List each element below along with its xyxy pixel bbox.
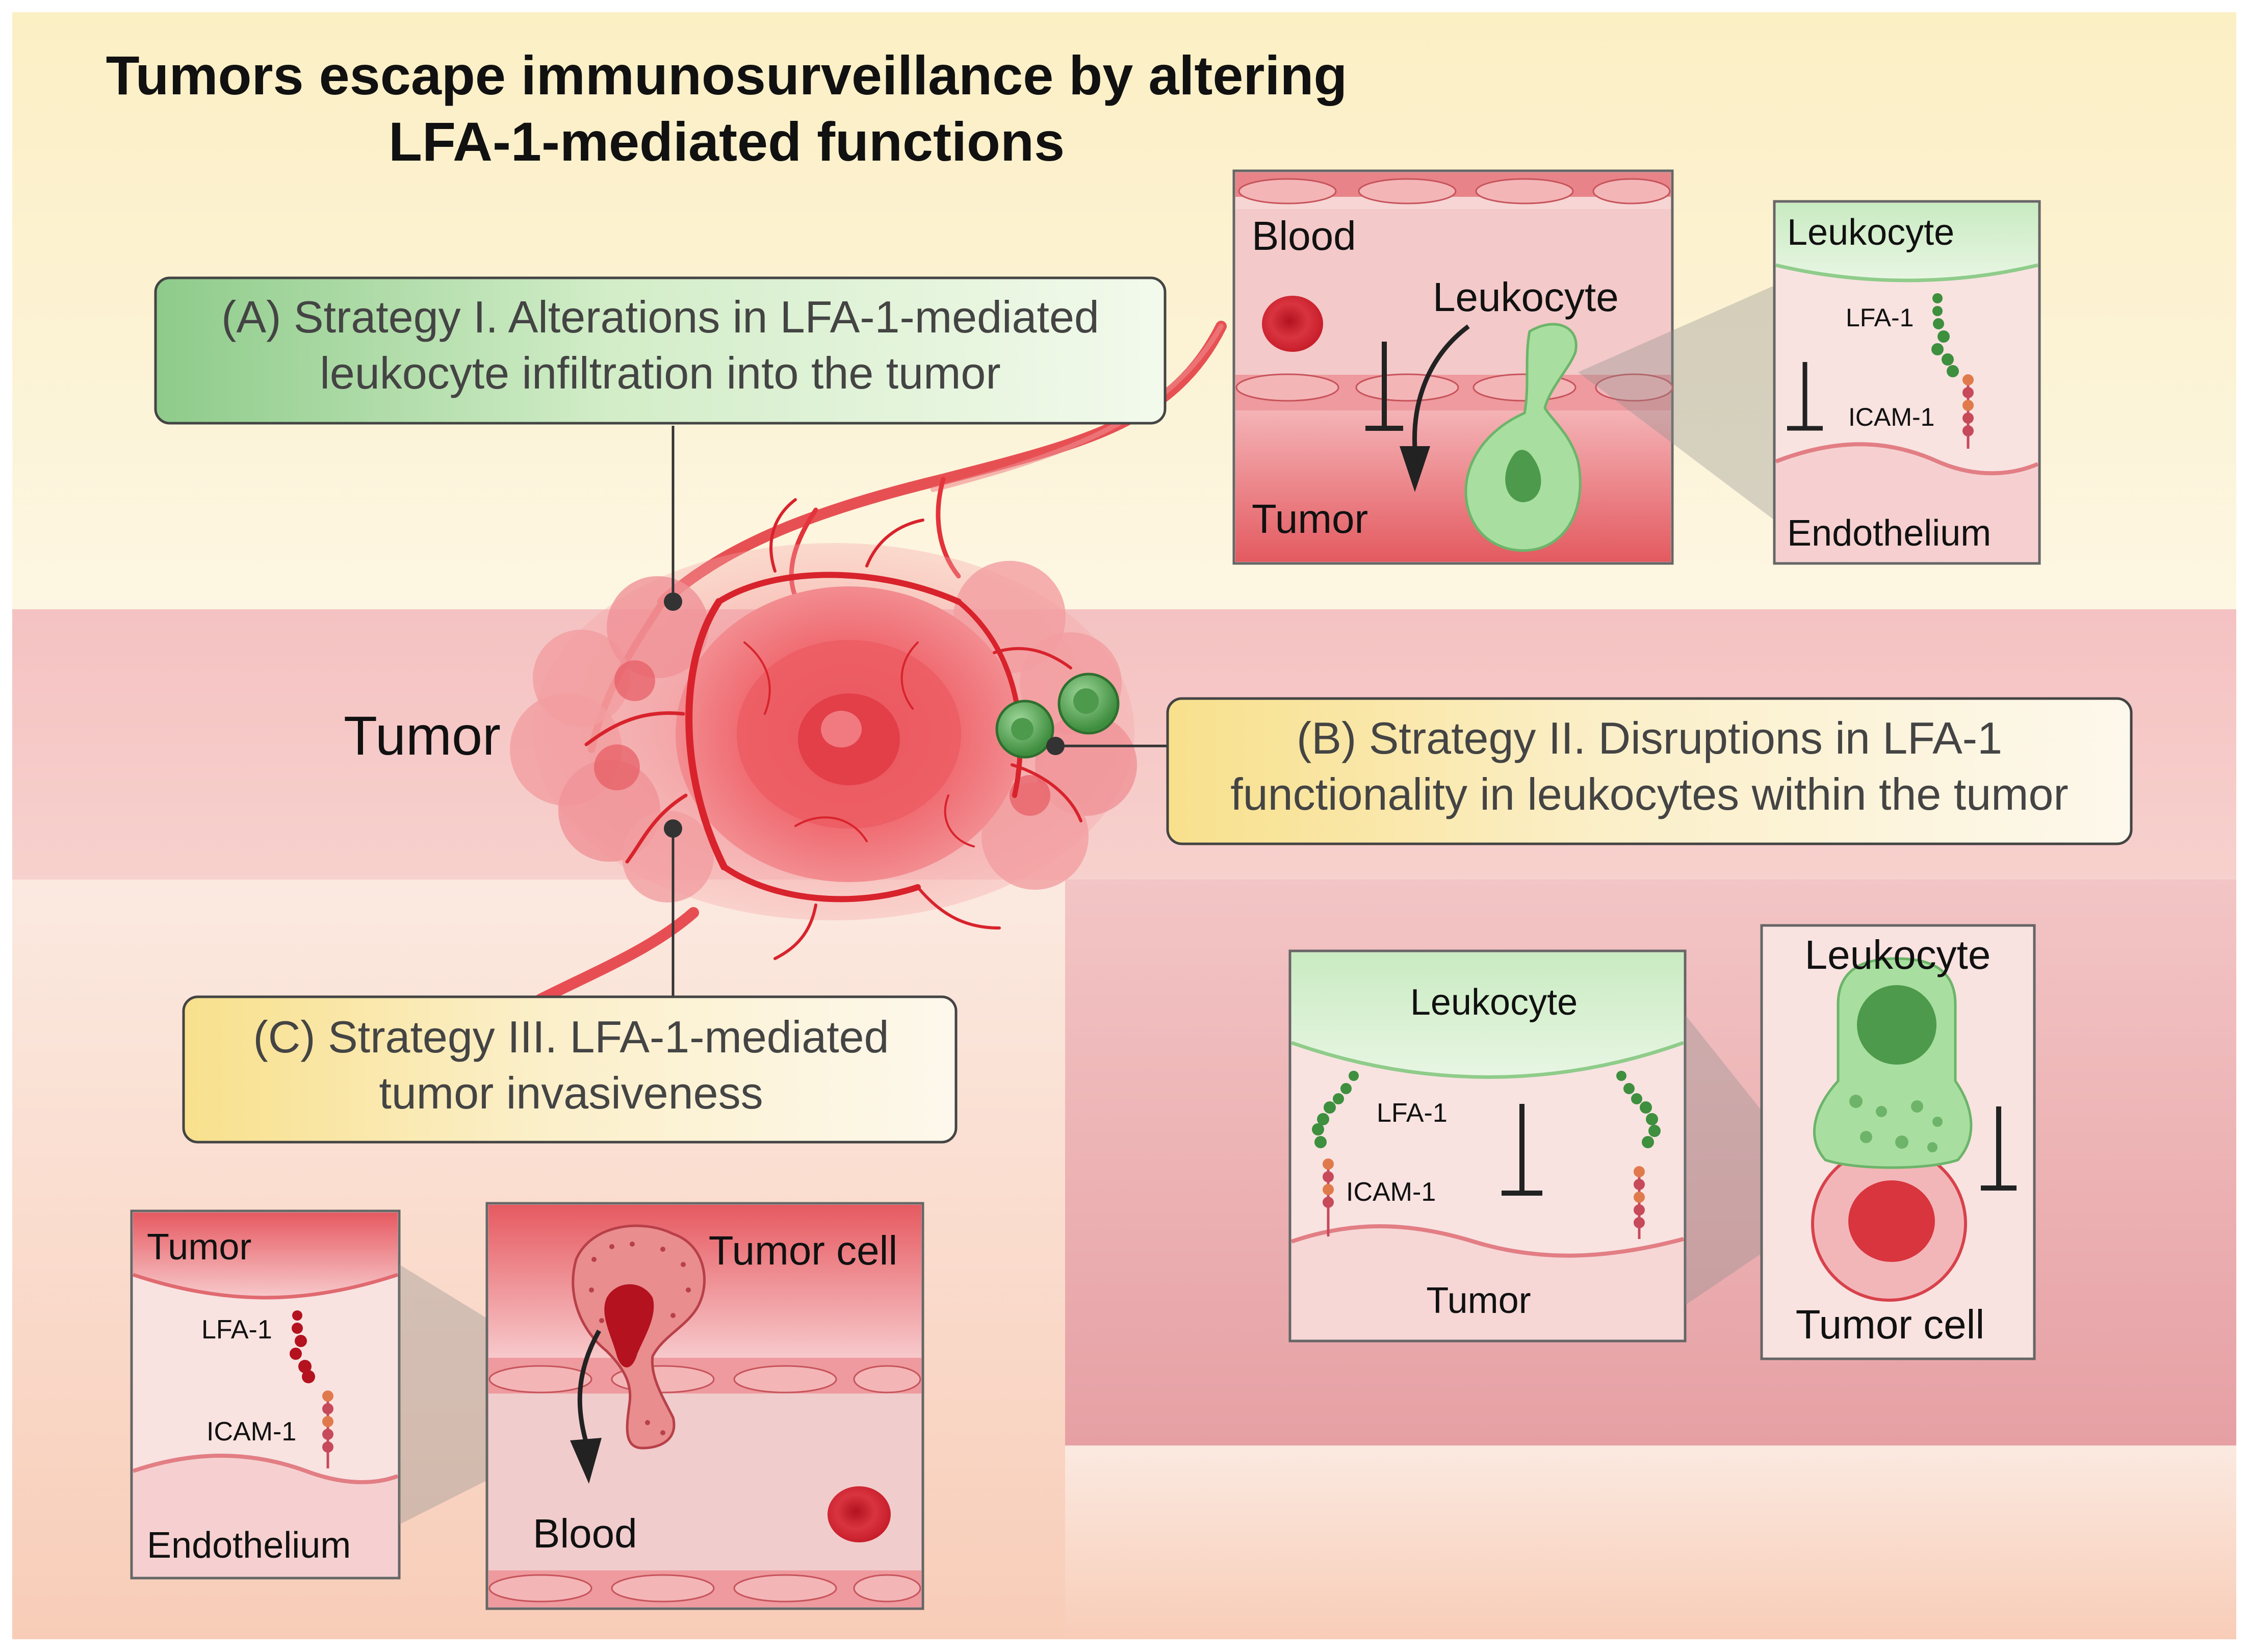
panel-a1-tumor-label: Tumor — [1252, 496, 1368, 541]
connector-dot-a — [664, 592, 682, 611]
panel-c1-lfa1-label: LFA-1 — [201, 1315, 272, 1345]
tumor-leukocytes — [995, 673, 1120, 759]
panel-b1-leukocyte-label: Leukocyte — [1410, 982, 1578, 1023]
icam1-molecule — [1323, 1158, 1334, 1236]
transmigration-arrow — [1412, 324, 1470, 449]
panel-b1-tumor-label: Tumor — [1426, 1280, 1531, 1321]
panel-a1: Blood Leukocyte Tumor — [1232, 169, 1674, 565]
red-blood-cell — [828, 1486, 891, 1542]
figure-title-line1: Tumors escape immunosurveillance by alte… — [106, 44, 1348, 106]
lfa1-molecule — [1616, 1071, 1661, 1148]
panel-b1-lfa1-label: LFA-1 — [1377, 1098, 1448, 1128]
inhibition-symbol — [1787, 362, 1823, 431]
zoom-cone-a — [1578, 286, 1774, 520]
lfa1-molecule — [290, 1310, 315, 1383]
lfa1-molecule — [1312, 1071, 1359, 1148]
transmigrating-leukocyte — [1464, 323, 1582, 552]
inhibition-symbol — [1365, 342, 1403, 431]
tumor-mass — [510, 543, 1137, 920]
strategy-b-box: (B) Strategy II. Disruptions in LFA-1 fu… — [1166, 697, 2133, 845]
connector-dot-b — [1046, 737, 1065, 755]
inhibition-symbol — [1502, 1104, 1542, 1196]
strategy-b-line2: functionality in leukocytes within the t… — [1230, 769, 2068, 819]
panel-c1: Tumor LFA-1 ICAM-1 Endothelium — [130, 1209, 401, 1580]
panel-c1-icam1-label: ICAM-1 — [206, 1417, 296, 1447]
panel-a2-endothelium-label: Endothelium — [1787, 513, 1991, 554]
invasion-arrow — [577, 1329, 601, 1444]
panel-c2-blood-label: Blood — [533, 1511, 637, 1556]
connector-dot-c — [664, 819, 682, 838]
strategy-b-line1: (B) Strategy II. Disruptions in LFA-1 — [1297, 713, 2002, 763]
icam1-molecule — [322, 1390, 333, 1468]
panel-a2-leukocyte-label: Leukocyte — [1787, 212, 1954, 253]
panel-c1-endothelium-label: Endothelium — [147, 1525, 351, 1566]
inhibition-symbol — [1981, 1106, 2017, 1191]
panel-b1: Leukocyte LFA-1 ICAM-1 Tumor — [1288, 949, 1687, 1343]
connector-lines — [671, 426, 1168, 997]
panel-a2-icam1-label: ICAM-1 — [1848, 403, 1934, 431]
lfa1-molecule — [1931, 293, 1959, 377]
panel-b2-tumor-cell-label: Tumor cell — [1796, 1302, 1984, 1347]
strategy-a-line2: leukocyte infiltration into the tumor — [320, 348, 1000, 398]
panel-b2-leukocyte-label: Leukocyte — [1805, 932, 1991, 977]
panel-a2: Leukocyte LFA-1 ICAM-1 Endothelium — [1773, 200, 2041, 565]
panel-a2-lfa1-label: LFA-1 — [1846, 303, 1914, 332]
red-blood-cell — [1262, 296, 1323, 352]
panel-c1-tumor-label: Tumor — [147, 1227, 251, 1268]
strategy-c-box: (C) Strategy III. LFA-1-mediated tumor i… — [182, 995, 958, 1144]
panel-c2: Tumor cell Blood — [485, 1202, 924, 1610]
panel-a1-leukocyte-label: Leukocyte — [1433, 274, 1619, 320]
figure-title-line2: LFA-1-mediated functions — [389, 111, 1065, 172]
tumor-label: Tumor — [344, 705, 501, 766]
icam1-molecule — [1962, 374, 1974, 449]
tumor-vasculature — [584, 498, 1082, 960]
strategy-a-line1: (A) Strategy I. Alterations in LFA-1-med… — [221, 292, 1099, 342]
panel-b2: Leukocyte Tumor cell — [1760, 924, 2036, 1360]
panel-c2-tumor-cell-label: Tumor cell — [709, 1228, 897, 1273]
panel-a1-blood-label: Blood — [1252, 213, 1356, 259]
icam1-molecule — [1634, 1166, 1645, 1239]
strategy-a-box: (A) Strategy I. Alterations in LFA-1-med… — [154, 276, 1167, 425]
panel-b1-icam1-label: ICAM-1 — [1346, 1177, 1436, 1207]
strategy-c-line1: (C) Strategy III. LFA-1-mediated — [253, 1012, 889, 1062]
strategy-c-line2: tumor invasiveness — [379, 1068, 763, 1118]
